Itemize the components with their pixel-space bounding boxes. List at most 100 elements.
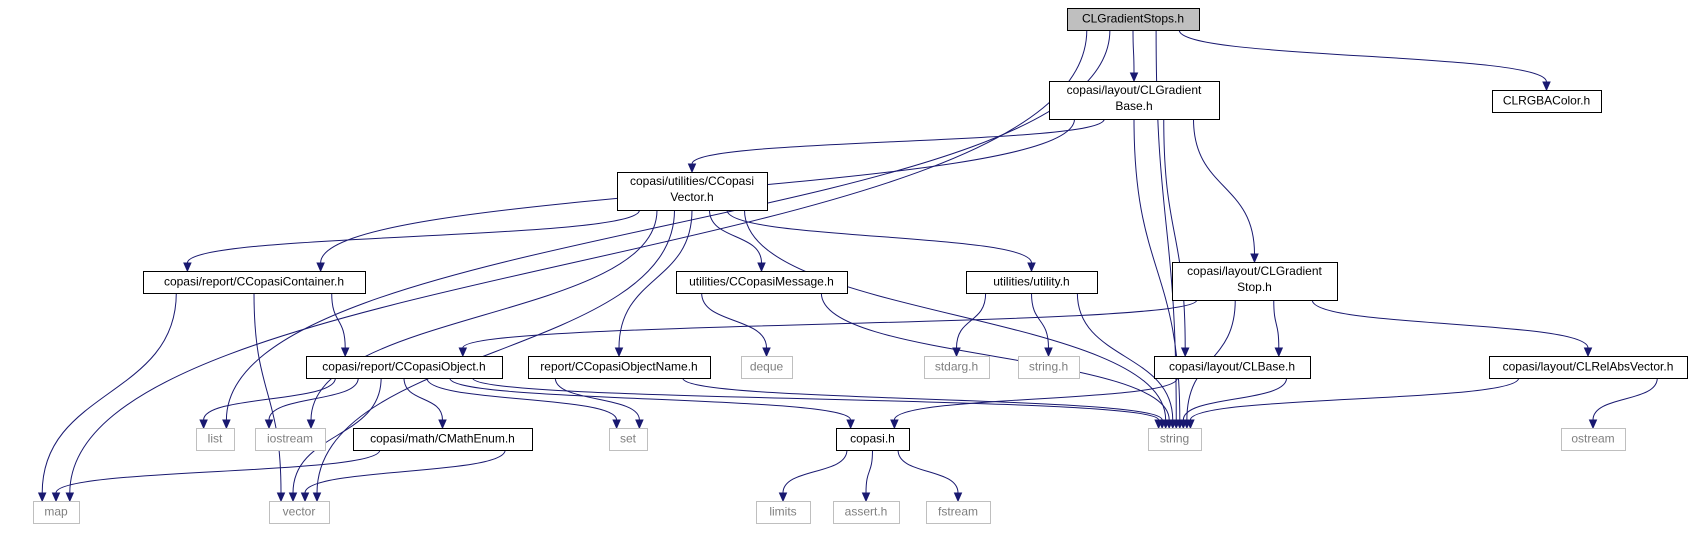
node-label: report/CCopasiObjectName.h [540, 360, 697, 374]
node-ccopasi-object[interactable]: copasi/report/CCopasiObject.h [306, 356, 503, 379]
edge-line [268, 377, 359, 421]
node-map: map [33, 501, 80, 524]
node-box [741, 356, 793, 379]
edge-line [1189, 377, 1520, 421]
edge-line [865, 449, 873, 494]
edge-line [292, 377, 382, 494]
node-label: CLRGBAColor.h [1503, 94, 1590, 108]
node-label: copasi/report/CCopasiObject.h [322, 360, 485, 374]
node-label: iostream [267, 432, 313, 446]
edge-arrowhead [614, 347, 624, 358]
node-ccopasi-object-name[interactable]: report/CCopasiObjectName.h [528, 356, 711, 379]
node-ccopasi-container[interactable]: copasi/report/CCopasiContainer.h [143, 271, 366, 294]
node-label: string [1160, 432, 1189, 446]
edge-cl-gradient-base-to-cl-gradient-stop [1193, 118, 1259, 264]
node-label: assert.h [845, 505, 888, 519]
edge-cl-rel-abs-vector-to-string [1186, 377, 1520, 430]
node-box [966, 271, 1098, 294]
edge-arrowhead [952, 347, 961, 358]
node-label: copasi/layout/CLGradient [1067, 83, 1202, 97]
node-box [836, 428, 910, 451]
edge-arrowhead [300, 492, 310, 503]
node-label: deque [750, 360, 784, 374]
node-cl-base[interactable]: copasi/layout/CLBase.h [1154, 356, 1311, 379]
edge-ccopasi-object-to-copasi-h [449, 377, 855, 430]
edge-line [1132, 29, 1135, 74]
edge-line [462, 299, 1198, 349]
edge-cmath-enum-to-map [51, 449, 381, 503]
node-label: vector [283, 505, 316, 519]
node-cmath-enum[interactable]: copasi/math/CMathEnum.h [353, 428, 533, 451]
node-cl-rel-abs-vector[interactable]: copasi/layout/CLRelAbsVector.h [1489, 356, 1688, 379]
node-limits: limits [756, 501, 811, 524]
node-box [756, 501, 811, 524]
node-string: string [1148, 428, 1202, 451]
edge-line [449, 377, 852, 421]
edge-line [253, 292, 282, 494]
edge-arrowhead [276, 492, 286, 503]
edge-arrowhead [635, 419, 644, 430]
edge-line [744, 209, 1167, 421]
node-box [33, 501, 80, 524]
edge-arrowhead [1250, 253, 1259, 264]
edge-arrowhead [612, 419, 621, 430]
edge-cl-base-to-copasi-h [890, 377, 1178, 430]
edge-line [682, 377, 1163, 421]
node-label: map [44, 505, 68, 519]
edge-line [618, 209, 693, 349]
edge-arrowhead [183, 262, 192, 273]
node-utility[interactable]: utilities/utility.h [966, 271, 1098, 294]
edge-ccopasi-object-to-set [426, 377, 621, 430]
node-ccopasi-message[interactable]: utilities/CCopasiMessage.h [676, 271, 848, 294]
node-box [528, 356, 711, 379]
edge-line [691, 118, 1105, 165]
node-clrgba-color[interactable]: CLRGBAColor.h [1492, 90, 1602, 113]
edge-ccopasi-object-to-cmath-enum [403, 377, 447, 430]
edge-line [1031, 292, 1049, 349]
edge-root-to-clrgba-color [1178, 29, 1551, 92]
edge-arrowhead [1168, 419, 1177, 430]
edge-line [701, 292, 767, 349]
edge-line [316, 209, 675, 494]
node-label: copasi/utilities/CCopasi [630, 174, 754, 188]
edge-ccopasi-vector-to-vector [312, 209, 675, 503]
edge-arrowhead [37, 492, 47, 503]
edge-line [782, 449, 848, 494]
node-copasi-h[interactable]: copasi.h [836, 428, 910, 451]
node-label: Base.h [1115, 99, 1152, 113]
edge-line [186, 209, 640, 264]
edge-cl-gradient-stop-to-ccopasi-object [458, 299, 1198, 358]
edge-arrowhead [687, 163, 697, 174]
edge-arrowhead [1180, 347, 1190, 358]
edge-utility-to-stdarg [952, 292, 987, 358]
node-box [676, 271, 848, 294]
node-label: limits [769, 505, 796, 519]
edge-root-to-cl-gradient-base [1129, 29, 1139, 83]
node-box [306, 356, 503, 379]
edge-line [304, 449, 506, 494]
edge-line [1311, 299, 1589, 349]
edge-arrowhead [199, 419, 208, 430]
edge-line [956, 292, 987, 349]
edge-line [426, 377, 618, 421]
edge-ccopasi-container-to-map [37, 292, 177, 503]
edge-arrowhead [438, 419, 447, 430]
edge-line [726, 209, 1032, 264]
node-string-h: string.h [1018, 356, 1080, 379]
edge-line [820, 292, 1170, 421]
node-label: set [620, 432, 637, 446]
node-box [617, 172, 768, 211]
node-label: copasi/math/CMathEnum.h [370, 432, 515, 446]
node-box [353, 428, 533, 451]
node-label: list [208, 432, 223, 446]
node-cl-gradient-stop[interactable]: copasi/layout/CLGradientStop.h [1172, 262, 1338, 301]
edge-line [310, 209, 658, 421]
edge-arrowhead [1157, 419, 1167, 430]
node-box [1154, 356, 1311, 379]
edge-cl-base-to-string [1179, 377, 1288, 430]
node-box [1018, 356, 1080, 379]
node-root[interactable]: CLGradientStops.h [1067, 8, 1200, 31]
